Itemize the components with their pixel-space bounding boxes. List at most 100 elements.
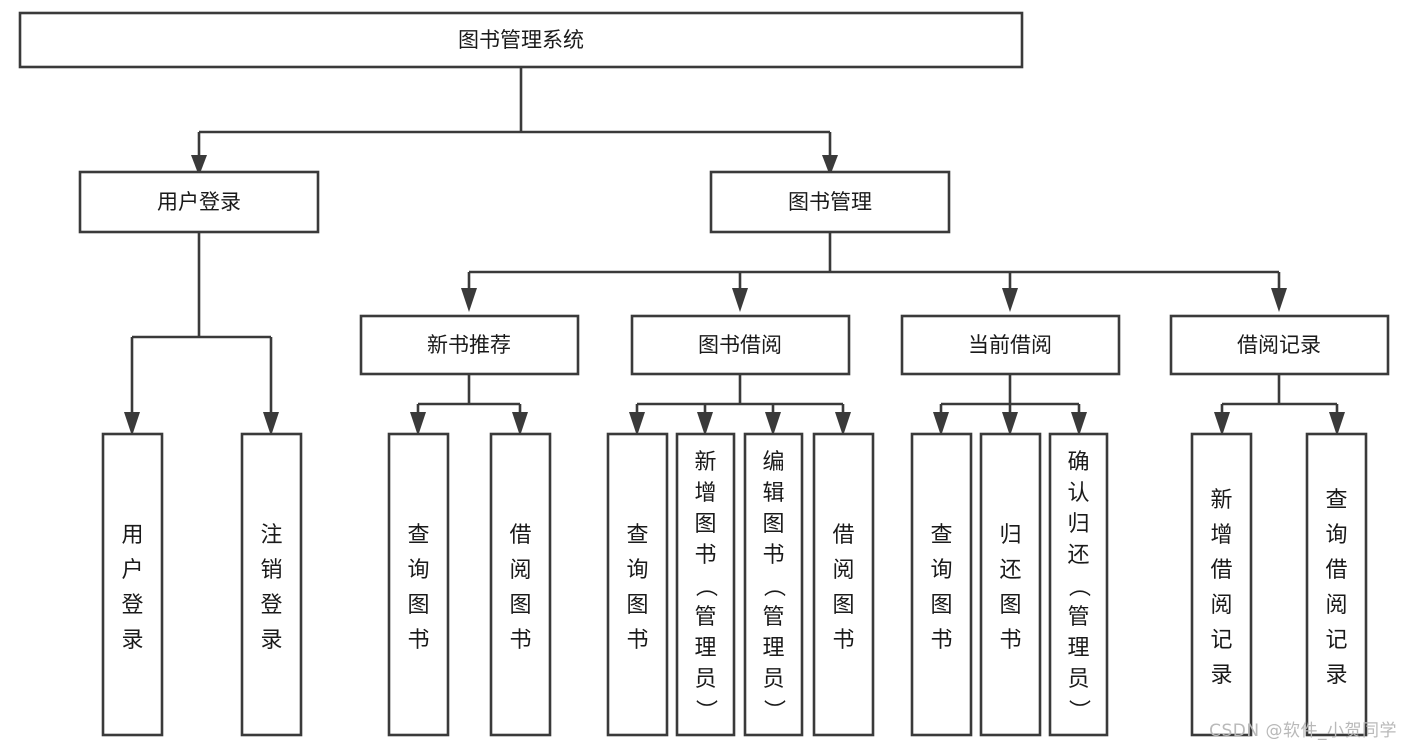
svg-text:登: 登 <box>260 593 282 618</box>
svg-text:归: 归 <box>1067 512 1089 537</box>
svg-text:借: 借 <box>1210 558 1232 583</box>
leaf-label-layer: 用户登录注销登录查询图书借阅图书查询图书新增图书（管理员）编辑图书（管理员）借阅… <box>121 450 1347 721</box>
svg-text:）: ） <box>693 699 718 721</box>
svg-text:理: 理 <box>762 636 784 661</box>
svg-text:阅: 阅 <box>1325 593 1347 618</box>
svg-text:认: 认 <box>1067 481 1089 506</box>
edge-borrow-record-bus <box>1220 374 1339 420</box>
svg-text:查: 查 <box>626 523 648 548</box>
svg-text:新: 新 <box>694 450 716 475</box>
svg-text:录: 录 <box>1210 663 1232 688</box>
arrow-icon-to-leaf-query-book-2 <box>629 412 645 436</box>
node-user-login-box[interactable] <box>78 170 320 234</box>
svg-text:理: 理 <box>1067 636 1089 661</box>
svg-text:询: 询 <box>930 558 952 583</box>
svg-text:（: （ <box>1066 575 1091 597</box>
arrow-icon-to-leaf-query-record <box>1329 412 1345 436</box>
svg-text:还: 还 <box>1067 543 1089 568</box>
svg-text:图: 图 <box>626 593 648 618</box>
svg-text:阅: 阅 <box>832 558 854 583</box>
connector-layer <box>130 67 1339 420</box>
node-user-login-label: 用户登录 <box>157 190 241 214</box>
node-leaf-confirm-return-box[interactable] <box>1048 432 1109 737</box>
svg-text:新: 新 <box>1210 488 1232 513</box>
node-book-manage[interactable]: 图书管理 <box>709 170 951 234</box>
svg-text:用: 用 <box>121 523 143 548</box>
edge-user-login-bus <box>130 232 273 420</box>
node-book-borrow[interactable]: 图书借阅 <box>630 314 851 376</box>
arrow-icon-to-leaf-borrow-book-2 <box>835 412 851 436</box>
svg-text:（: （ <box>761 575 786 597</box>
node-new-book-rec-label: 新书推荐 <box>427 333 511 357</box>
svg-text:询: 询 <box>1325 523 1347 548</box>
svg-text:编: 编 <box>762 450 784 475</box>
svg-text:借: 借 <box>509 523 531 548</box>
node-new-book-rec[interactable]: 新书推荐 <box>359 314 580 376</box>
node-leaf-query-record-box[interactable] <box>1305 432 1368 737</box>
arrow-icon-to-book-manage <box>822 155 838 176</box>
arrow-icon-to-leaf-query-book-3 <box>933 412 949 436</box>
svg-text:注: 注 <box>260 523 282 548</box>
arrow-icon-to-leaf-add-book <box>697 412 713 436</box>
node-leaf-add-book-box[interactable] <box>675 432 736 737</box>
node-book-manage-box[interactable] <box>709 170 951 234</box>
svg-text:）: ） <box>761 699 786 721</box>
node-leaf-user-login-label: 用户登录 <box>121 523 143 653</box>
node-leaf-edit-book-box[interactable] <box>743 432 804 737</box>
svg-text:书: 书 <box>509 628 531 653</box>
svg-text:员: 员 <box>694 667 716 692</box>
node-root-box[interactable] <box>18 11 1024 69</box>
edge-book-borrow-bus <box>635 374 845 420</box>
node-user-login[interactable]: 用户登录 <box>78 170 320 234</box>
svg-text:增: 增 <box>694 481 716 506</box>
svg-text:）: ） <box>1066 699 1091 721</box>
svg-text:查: 查 <box>1325 488 1347 513</box>
node-leaf-user-logout-box[interactable] <box>240 432 303 737</box>
arrow-icon-to-leaf-confirm-return <box>1071 412 1087 436</box>
arrow-icon-to-leaf-query-book-1 <box>410 412 426 436</box>
node-current-borrow-label: 当前借阅 <box>968 333 1052 357</box>
svg-text:阅: 阅 <box>1210 593 1232 618</box>
svg-text:图: 图 <box>694 512 716 537</box>
svg-text:（: （ <box>693 575 718 597</box>
leaf-layer <box>101 432 1368 737</box>
node-root[interactable]: 图书管理系统 <box>18 11 1024 69</box>
node-leaf-query-book-2-box[interactable] <box>606 432 669 737</box>
node-borrow-record[interactable]: 借阅记录 <box>1169 314 1390 376</box>
node-book-borrow-label: 图书借阅 <box>698 333 782 357</box>
arrow-icon-to-leaf-user-login <box>124 412 140 436</box>
node-new-book-rec-box[interactable] <box>359 314 580 376</box>
arrow-icon-to-leaf-borrow-book-1 <box>512 412 528 436</box>
node-leaf-return-book-box[interactable] <box>979 432 1042 737</box>
node-leaf-add-record-box[interactable] <box>1190 432 1253 737</box>
node-book-borrow-box[interactable] <box>630 314 851 376</box>
arrow-icon-to-user-login <box>191 155 207 176</box>
arrow-icon-to-leaf-return-book <box>1002 412 1018 436</box>
svg-text:书: 书 <box>626 628 648 653</box>
node-current-borrow-box[interactable] <box>900 314 1121 376</box>
svg-text:借: 借 <box>1325 558 1347 583</box>
edge-book-manage-bus <box>467 232 1281 292</box>
node-leaf-borrow-book-1-box[interactable] <box>489 432 552 737</box>
arrow-icon-to-book-borrow <box>732 288 748 312</box>
svg-text:登: 登 <box>121 593 143 618</box>
node-leaf-borrow-book-2-box[interactable] <box>812 432 875 737</box>
edge-new-book-rec-bus <box>416 374 522 420</box>
svg-text:图: 图 <box>509 593 531 618</box>
svg-text:阅: 阅 <box>509 558 531 583</box>
arrow-icon-to-leaf-edit-book <box>765 412 781 436</box>
node-leaf-query-book-1-box[interactable] <box>387 432 450 737</box>
node-current-borrow[interactable]: 当前借阅 <box>900 314 1121 376</box>
node-leaf-user-login-box[interactable] <box>101 432 164 737</box>
arrow-icon-to-new-book-rec <box>461 288 477 312</box>
node-leaf-query-book-3-box[interactable] <box>910 432 973 737</box>
arrow-icon-to-leaf-user-logout <box>263 412 279 436</box>
node-borrow-record-box[interactable] <box>1169 314 1390 376</box>
